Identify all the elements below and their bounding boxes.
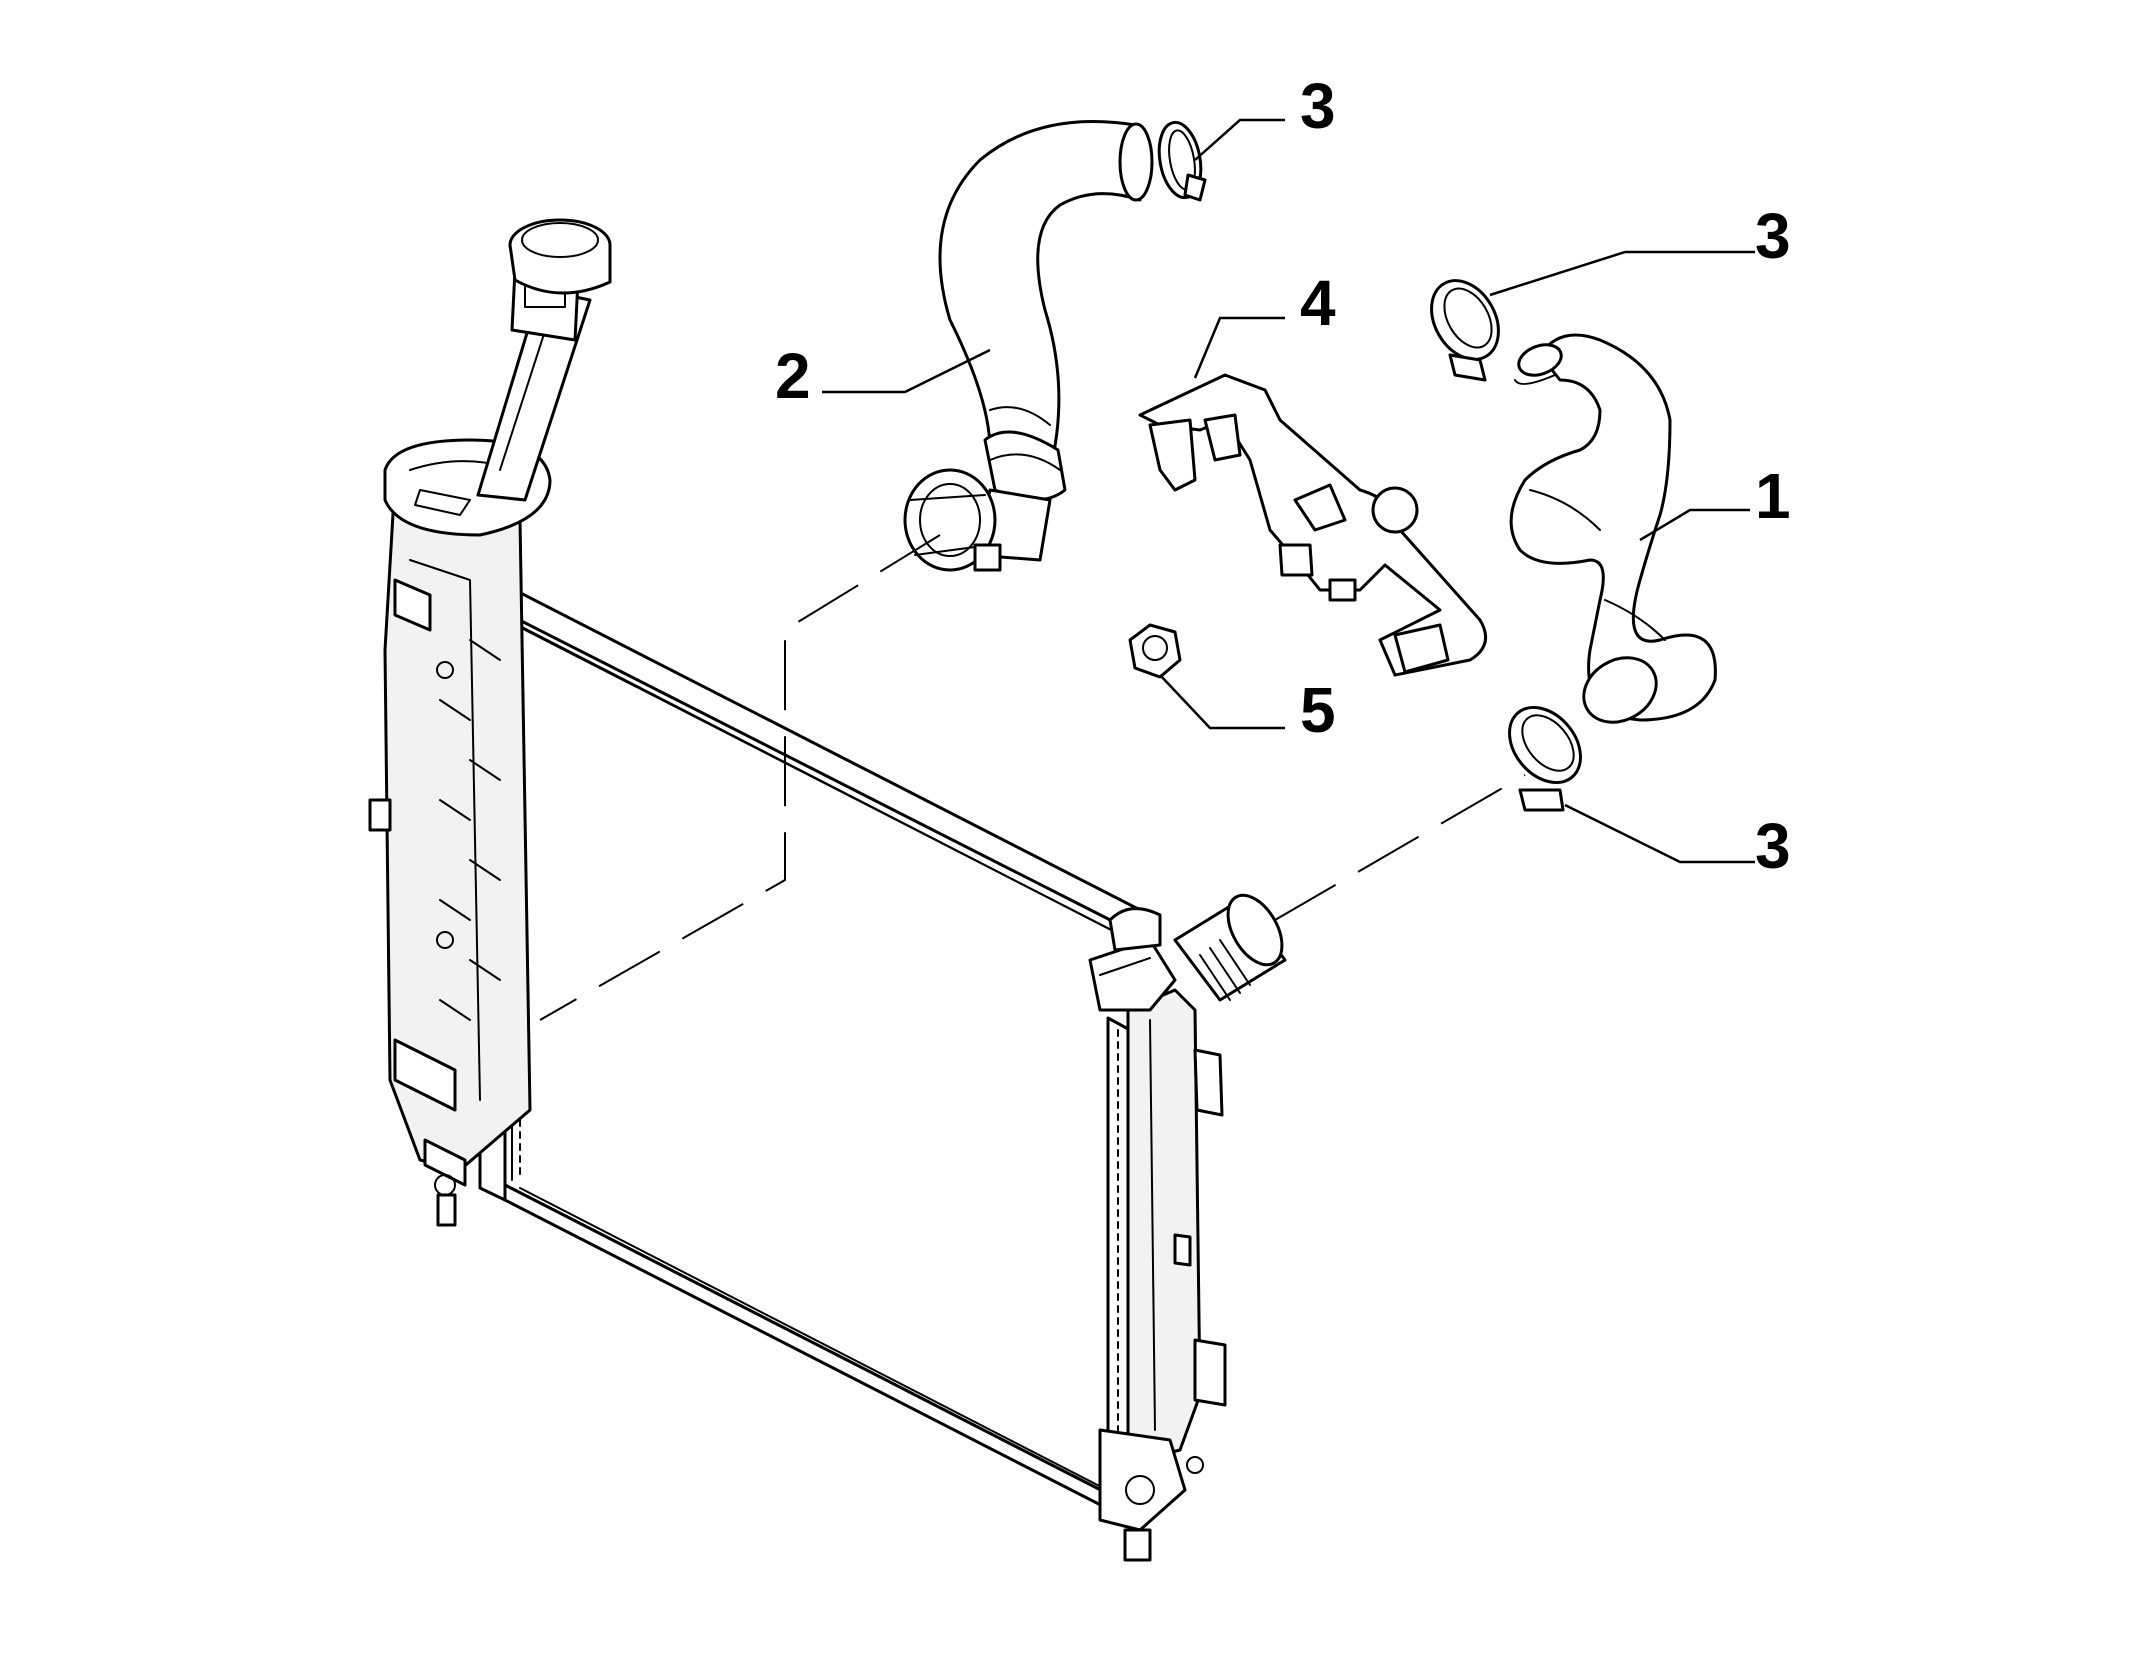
- mounting-bracket: [1138, 373, 1488, 677]
- lower-hose: [1509, 333, 1717, 724]
- callout-clamp-top: 3: [1300, 70, 1336, 142]
- right-tank: [1088, 893, 1287, 1562]
- clamp-right-upper: [1430, 279, 1500, 382]
- leader-lines: [822, 118, 1755, 864]
- callout-upper-hose: 2: [775, 340, 811, 412]
- upper-hose: [903, 120, 1154, 572]
- callout-clamp-right-lower: 3: [1755, 810, 1791, 882]
- callout-clamp-right-upper: 3: [1755, 200, 1791, 272]
- callout-bracket: 4: [1300, 267, 1336, 339]
- alignment-lines: [539, 534, 1526, 1021]
- callout-nut: 5: [1300, 674, 1336, 746]
- left-tank: [368, 438, 552, 1227]
- nut: [1128, 623, 1182, 679]
- callout-lower-hose: 1: [1755, 460, 1791, 532]
- radiator: [478, 583, 1152, 1522]
- clamp-right-lower: [1508, 705, 1582, 812]
- callout-labels: 3 3 4 2 1 5 3: [775, 70, 1791, 882]
- filler-neck: [476, 218, 612, 502]
- clamp-top: [1157, 120, 1207, 202]
